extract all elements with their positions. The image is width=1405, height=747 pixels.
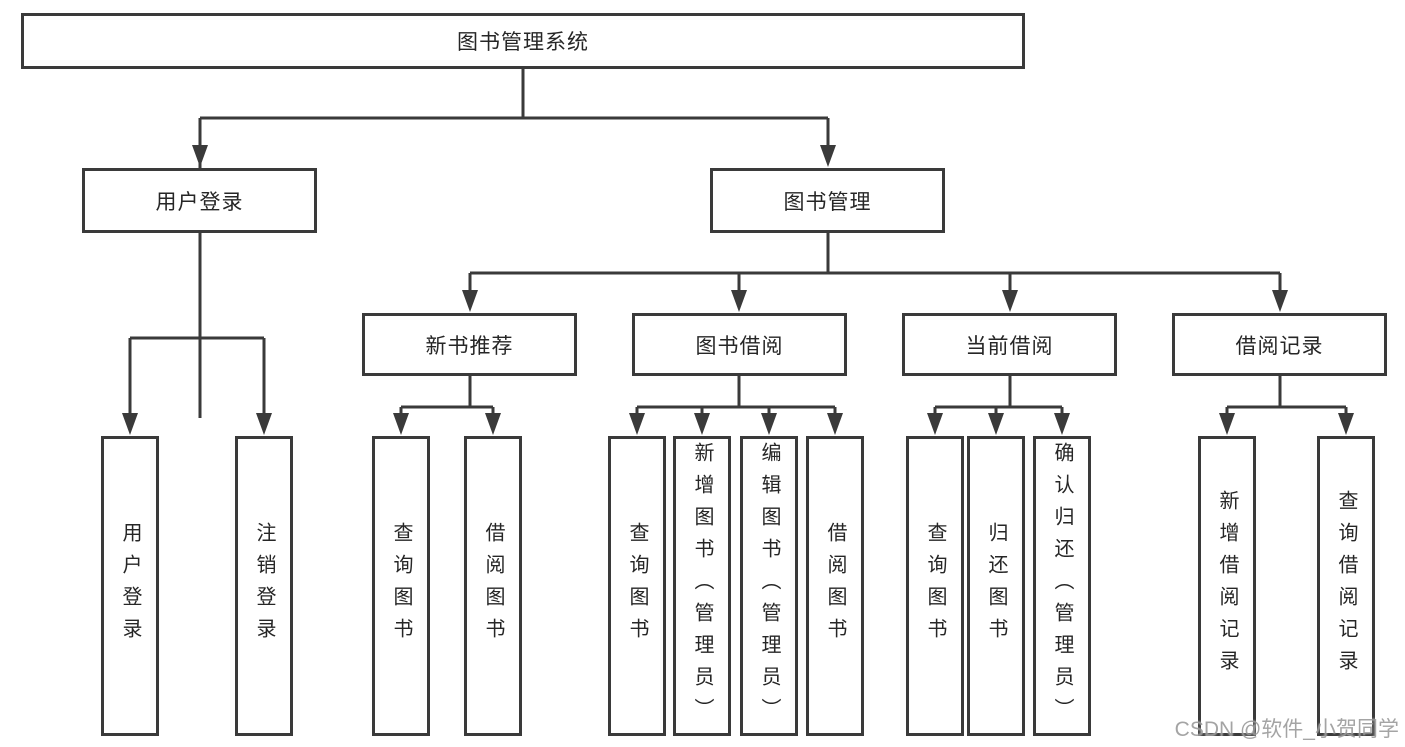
node-root: 图书管理系统 xyxy=(21,13,1025,69)
node-bb-edit-books-admin: 编辑图书（管理员） xyxy=(740,436,798,736)
node-bb-borrow-books: 借阅图书 xyxy=(806,436,864,736)
node-new-book-recommend-label: 新书推荐 xyxy=(425,334,514,358)
node-bb-query-books: 查询图书 xyxy=(608,436,666,736)
node-br-query-record: 查询借阅记录 xyxy=(1317,436,1375,736)
node-user-login-action-label: 用户登录 xyxy=(119,522,141,650)
node-book-borrowing-label: 图书借阅 xyxy=(695,334,784,358)
node-br-add-record: 新增借阅记录 xyxy=(1198,436,1256,736)
node-root-label: 图书管理系统 xyxy=(457,31,589,54)
node-bb-borrow-books-label: 借阅图书 xyxy=(824,522,846,650)
node-logout-action-label: 注销登录 xyxy=(253,522,275,650)
node-cb-query-books-label: 查询图书 xyxy=(924,522,946,650)
node-cb-return-books: 归还图书 xyxy=(967,436,1025,736)
node-br-query-record-label: 查询借阅记录 xyxy=(1335,490,1357,682)
node-user-login: 用户登录 xyxy=(82,168,317,233)
node-bb-add-books-admin: 新增图书（管理员） xyxy=(673,436,731,736)
node-nbr-query-books-label: 查询图书 xyxy=(390,522,412,650)
node-nbr-borrow-books-label: 借阅图书 xyxy=(482,522,504,650)
node-book-management: 图书管理 xyxy=(710,168,945,233)
node-bb-add-books-admin-label: 新增图书（管理员） xyxy=(691,442,713,730)
node-cb-query-books: 查询图书 xyxy=(906,436,964,736)
node-nbr-query-books: 查询图书 xyxy=(372,436,430,736)
node-current-borrowing: 当前借阅 xyxy=(902,313,1117,376)
node-cb-confirm-return-admin-label: 确认归还（管理员） xyxy=(1051,442,1073,730)
node-logout-action: 注销登录 xyxy=(235,436,293,736)
node-nbr-borrow-books: 借阅图书 xyxy=(464,436,522,736)
node-bb-edit-books-admin-label: 编辑图书（管理员） xyxy=(758,442,780,730)
node-br-add-record-label: 新增借阅记录 xyxy=(1216,490,1238,682)
node-borrow-records-label: 借阅记录 xyxy=(1235,334,1324,358)
node-new-book-recommend: 新书推荐 xyxy=(362,313,577,376)
node-current-borrowing-label: 当前借阅 xyxy=(965,334,1054,358)
node-cb-return-books-label: 归还图书 xyxy=(985,522,1007,650)
node-cb-confirm-return-admin: 确认归还（管理员） xyxy=(1033,436,1091,736)
node-user-login-action: 用户登录 xyxy=(101,436,159,736)
node-book-borrowing: 图书借阅 xyxy=(632,313,847,376)
node-user-login-label: 用户登录 xyxy=(155,190,244,214)
node-book-management-label: 图书管理 xyxy=(783,190,872,214)
node-bb-query-books-label: 查询图书 xyxy=(626,522,648,650)
node-borrow-records: 借阅记录 xyxy=(1172,313,1387,376)
